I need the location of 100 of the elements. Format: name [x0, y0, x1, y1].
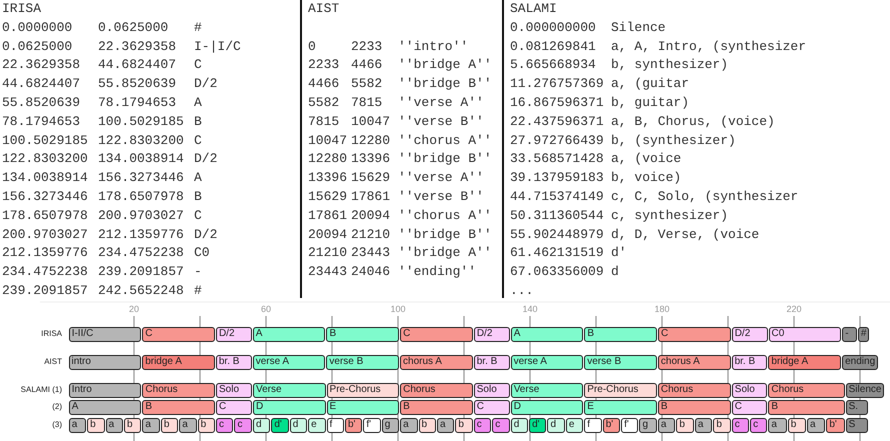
table-entry: 7815 — [351, 94, 382, 112]
segment-bar: b — [455, 418, 473, 433]
table-entry: # — [194, 18, 202, 37]
table-entry: d' — [611, 244, 627, 262]
segment-bar: b — [160, 418, 178, 433]
segment-bar: # — [858, 327, 870, 342]
segment-bar: Pre-Chorus — [584, 383, 657, 398]
table-entry: 100.5029185 — [2, 132, 88, 150]
table-entry: 2233 — [308, 56, 340, 74]
segment-bar: a — [807, 418, 826, 433]
segment-bar: B — [658, 400, 731, 415]
segment-bar: D/2 — [474, 327, 510, 342]
segment-bar: D/2 — [216, 327, 252, 342]
table-entry: 15629 — [308, 188, 348, 206]
table-entry: 200.9703027 — [98, 206, 184, 225]
table-entry: 50.311360544 — [510, 206, 604, 225]
table-entry: 178.6507978 — [2, 206, 88, 225]
table-entry: 13396 — [351, 150, 390, 168]
segment-bar: C — [216, 400, 252, 415]
table-entry: ''verse B'' — [398, 188, 484, 206]
segment-bar: - — [842, 327, 857, 342]
segment-bar: Silence — [846, 383, 884, 398]
segment-bar: bridge A — [142, 355, 215, 370]
table-entry: 156.3273446 — [98, 169, 184, 188]
column-heading: AIST — [308, 0, 340, 18]
segment-bar: a — [179, 418, 197, 433]
segment-bar: C0 — [768, 327, 842, 342]
table-entry: D/2 — [194, 226, 218, 244]
table-entry: ''chorus A'' — [398, 206, 492, 225]
segment-bar: A — [68, 400, 142, 415]
segment-bar: B — [400, 400, 473, 415]
segment-bar: C — [400, 327, 473, 342]
segment-bar: chorus A — [400, 355, 473, 370]
table-entry: 239.2091857 — [98, 263, 184, 282]
axis-tick-label: 220 — [786, 304, 802, 315]
table-entry: 134.0038914 — [2, 169, 88, 188]
segment-bar: D — [510, 400, 584, 415]
table-entry: a, (voice — [611, 150, 682, 168]
table-entry: 39.137959183 — [510, 169, 604, 188]
table-entry: 122.8303200 — [98, 132, 184, 150]
segment-bar: Verse — [510, 383, 584, 398]
segment-bar: b' — [602, 418, 620, 433]
axis-tick-label: 20 — [129, 304, 139, 315]
segment-bar: verse A — [510, 355, 584, 370]
table-entry: a, A, Intro, (synthesizer — [611, 38, 806, 56]
segment-bar: E — [326, 400, 400, 415]
table-entry: 23443 — [308, 263, 348, 282]
segment-bar: f — [584, 418, 602, 433]
table-entry: 242.5652248 — [98, 282, 184, 300]
table-entry: ''bridge B'' — [398, 150, 492, 168]
table-entry: C0 — [194, 244, 210, 262]
segment-bar: d — [510, 418, 528, 433]
segment-bar: Chorus — [658, 383, 731, 398]
segment-bar: f — [326, 418, 344, 433]
table-entry: ''verse A'' — [398, 94, 484, 112]
table-entry: d, D, Verse, (voice — [611, 226, 760, 244]
segment-bar: Verse — [252, 383, 326, 398]
segment-bar: b — [124, 418, 142, 433]
segment-bar: verse A — [252, 355, 326, 370]
segment-bar: c — [492, 418, 510, 433]
table-entry: 5.665668934 — [510, 56, 596, 74]
table-entry: C — [194, 132, 202, 150]
table-entry: A — [194, 94, 202, 112]
table-entry: 134.0038914 — [98, 150, 184, 168]
table-entry: 44.6824407 — [2, 75, 80, 94]
segment-bar: d' — [271, 418, 289, 433]
table-entry: 11.276757369 — [510, 75, 604, 94]
segment-bar: c — [234, 418, 252, 433]
segment-bar: C — [142, 327, 215, 342]
table-entry: D/2 — [194, 75, 218, 94]
row-label: AIST — [44, 357, 62, 367]
table-entry: 156.3273446 — [2, 188, 88, 206]
table-entry: - — [194, 263, 202, 282]
table-entry: b, synthesizer) — [611, 56, 728, 74]
segment-bar: d — [290, 418, 308, 433]
segment-bar: b — [713, 418, 731, 433]
table-entry: 78.1794653 — [2, 112, 80, 131]
table-entry: 0 — [308, 38, 316, 56]
table-entry: d — [611, 263, 619, 282]
table-entry: a, (guitar — [611, 75, 690, 94]
table-entry: 212.1359776 — [2, 244, 88, 262]
table-entry: 0.000000000 — [510, 18, 596, 37]
segment-bar: br. B — [732, 355, 768, 370]
axis-tick-label: 60 — [261, 304, 271, 315]
axis-tick-label: 180 — [654, 304, 670, 315]
segment-bar: S — [846, 418, 868, 433]
segment-bar: a — [106, 418, 123, 433]
table-entry: ''ending'' — [398, 263, 476, 282]
segment-bar: A — [252, 327, 326, 342]
table-entry: 10047 — [351, 112, 390, 131]
table-entry: 4466 — [351, 56, 382, 74]
table-entry: 20094 — [308, 226, 348, 244]
segment-bar: bridge A — [768, 355, 842, 370]
table-entry: ''bridge B'' — [398, 75, 492, 94]
segment-bar: c — [474, 418, 492, 433]
segment-bar: Solo — [474, 383, 510, 398]
table-entry: 0.0000000 — [2, 18, 72, 37]
segment-bar: I-II/C — [68, 327, 142, 342]
table-entry: A — [194, 169, 202, 188]
axis-tick-label: 140 — [522, 304, 538, 315]
